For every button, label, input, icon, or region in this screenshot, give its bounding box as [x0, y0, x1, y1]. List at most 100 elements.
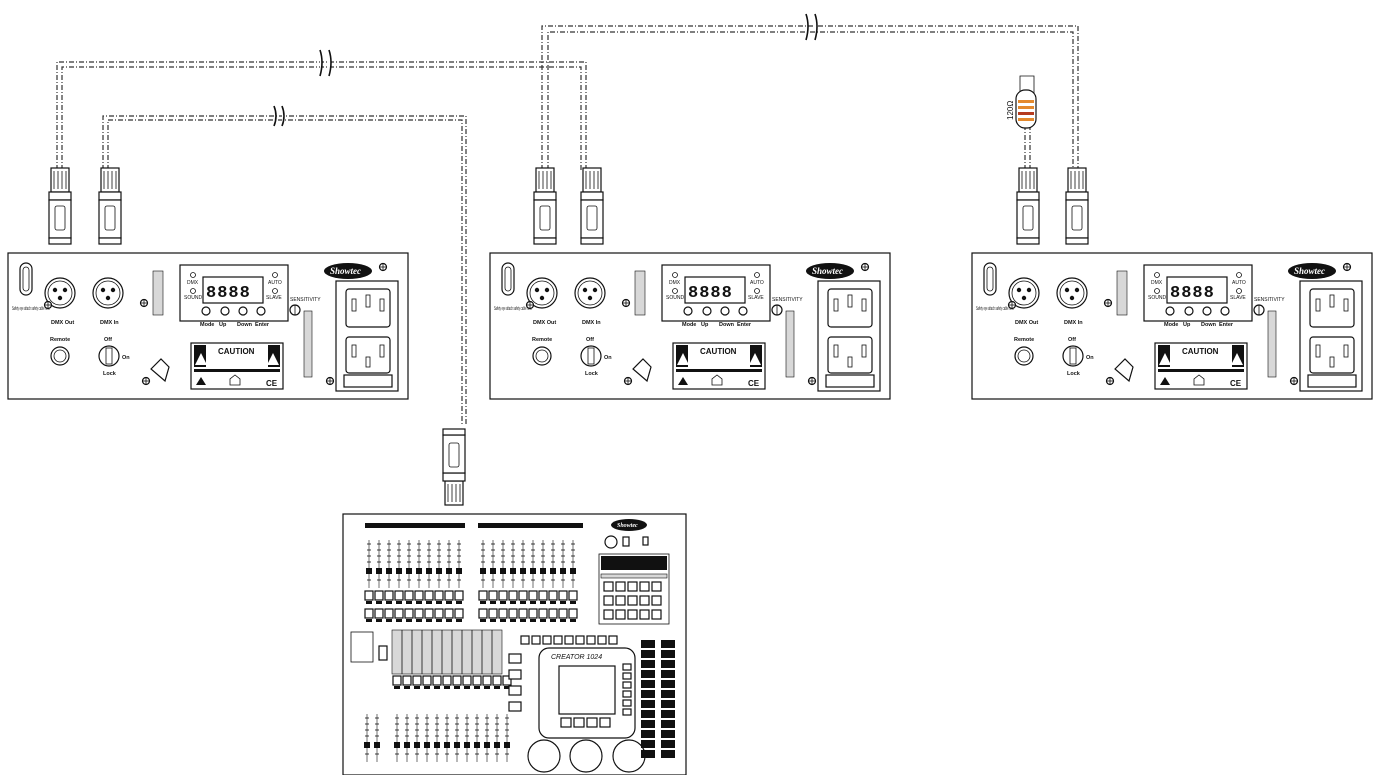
enter-button[interactable]: [1220, 306, 1230, 316]
channel-button[interactable]: [404, 608, 414, 623]
function-button[interactable]: [627, 581, 638, 592]
channel-button[interactable]: [568, 590, 578, 605]
up-button[interactable]: [702, 306, 712, 316]
channel-button[interactable]: [528, 608, 538, 623]
fixture-button[interactable]: [575, 635, 585, 645]
channel-button[interactable]: [444, 590, 454, 605]
channel-button[interactable]: [374, 608, 384, 623]
command-button[interactable]: [641, 740, 655, 748]
channel-button[interactable]: [508, 590, 518, 605]
channel-button[interactable]: [548, 608, 558, 623]
screen-button[interactable]: [599, 717, 611, 728]
channel-button[interactable]: [414, 590, 424, 605]
mode-button[interactable]: [683, 306, 693, 316]
fixture-button[interactable]: [564, 635, 574, 645]
channel-button[interactable]: [508, 608, 518, 623]
key-switch[interactable]: [1062, 345, 1084, 367]
screen-side-button[interactable]: [622, 681, 632, 689]
enter-button[interactable]: [738, 306, 748, 316]
channel-button[interactable]: [374, 590, 384, 605]
command-button[interactable]: [641, 720, 655, 728]
screen-button[interactable]: [586, 717, 598, 728]
mode-button[interactable]: [508, 701, 522, 712]
screen-side-button[interactable]: [622, 690, 632, 698]
function-button[interactable]: [603, 595, 614, 606]
mode-button[interactable]: [508, 653, 522, 664]
function-button[interactable]: [651, 581, 662, 592]
channel-button[interactable]: [498, 608, 508, 623]
playback-button[interactable]: [432, 675, 442, 690]
channel-button[interactable]: [384, 608, 394, 623]
power-knob[interactable]: [604, 535, 618, 549]
function-button[interactable]: [627, 609, 638, 620]
down-button[interactable]: [238, 306, 248, 316]
function-button[interactable]: [627, 595, 638, 606]
channel-button[interactable]: [364, 590, 374, 605]
fuse-holder[interactable]: [343, 374, 393, 388]
function-button[interactable]: [615, 609, 626, 620]
wheel-left[interactable]: [527, 739, 561, 773]
command-button[interactable]: [661, 750, 675, 758]
fuse-holder[interactable]: [1307, 374, 1357, 388]
fixture-button[interactable]: [597, 635, 607, 645]
command-button[interactable]: [661, 740, 675, 748]
function-button[interactable]: [603, 581, 614, 592]
playback-button[interactable]: [422, 675, 432, 690]
down-button[interactable]: [1202, 306, 1212, 316]
channel-button[interactable]: [384, 590, 394, 605]
command-button[interactable]: [641, 710, 655, 718]
playback-button[interactable]: [462, 675, 472, 690]
channel-button[interactable]: [404, 590, 414, 605]
dmx-in-socket[interactable]: [92, 277, 124, 309]
command-button[interactable]: [661, 680, 675, 688]
channel-button[interactable]: [434, 608, 444, 623]
screen-button[interactable]: [573, 717, 585, 728]
function-button[interactable]: [639, 609, 650, 620]
playback-button[interactable]: [442, 675, 452, 690]
screen-side-button[interactable]: [622, 699, 632, 707]
channel-button[interactable]: [454, 590, 464, 605]
key-switch[interactable]: [580, 345, 602, 367]
command-button[interactable]: [661, 720, 675, 728]
dmx-in-socket[interactable]: [1056, 277, 1088, 309]
dmx-in-socket[interactable]: [574, 277, 606, 309]
command-button[interactable]: [641, 750, 655, 758]
function-button[interactable]: [639, 581, 650, 592]
command-button[interactable]: [661, 690, 675, 698]
screen-side-button[interactable]: [622, 672, 632, 680]
channel-button[interactable]: [414, 608, 424, 623]
channel-button[interactable]: [558, 590, 568, 605]
channel-button[interactable]: [454, 608, 464, 623]
up-button[interactable]: [1184, 306, 1194, 316]
mode-button[interactable]: [508, 669, 522, 680]
channel-button[interactable]: [528, 590, 538, 605]
screen-button[interactable]: [560, 717, 572, 728]
playback-button[interactable]: [472, 675, 482, 690]
command-button[interactable]: [641, 640, 655, 648]
command-button[interactable]: [641, 690, 655, 698]
playback-button[interactable]: [492, 675, 502, 690]
channel-button[interactable]: [518, 608, 528, 623]
channel-button[interactable]: [424, 608, 434, 623]
down-button[interactable]: [720, 306, 730, 316]
channel-button[interactable]: [394, 608, 404, 623]
playback-button[interactable]: [402, 675, 412, 690]
channel-button[interactable]: [568, 608, 578, 623]
function-button[interactable]: [651, 595, 662, 606]
mode-button[interactable]: [201, 306, 211, 316]
function-button[interactable]: [639, 595, 650, 606]
fixture-button[interactable]: [608, 635, 618, 645]
function-button[interactable]: [615, 595, 626, 606]
channel-button[interactable]: [548, 590, 558, 605]
channel-button[interactable]: [424, 590, 434, 605]
command-button[interactable]: [641, 700, 655, 708]
command-button[interactable]: [641, 650, 655, 658]
wheel-right[interactable]: [612, 739, 646, 773]
channel-button[interactable]: [518, 590, 528, 605]
playback-button[interactable]: [392, 675, 402, 690]
channel-button[interactable]: [538, 608, 548, 623]
up-button[interactable]: [220, 306, 230, 316]
playback-button[interactable]: [412, 675, 422, 690]
channel-button[interactable]: [538, 590, 548, 605]
channel-button[interactable]: [558, 608, 568, 623]
